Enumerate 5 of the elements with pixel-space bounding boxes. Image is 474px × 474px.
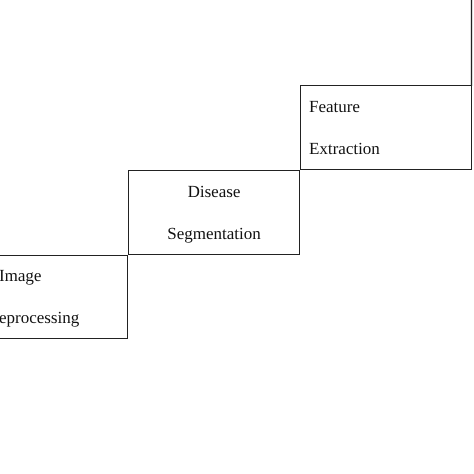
process-box (128, 170, 300, 255)
process-box (300, 85, 472, 170)
box-label: Feature Extraction (309, 96, 381, 160)
process-box (0, 255, 128, 339)
box-label: Disease Segmentation (166, 180, 262, 245)
